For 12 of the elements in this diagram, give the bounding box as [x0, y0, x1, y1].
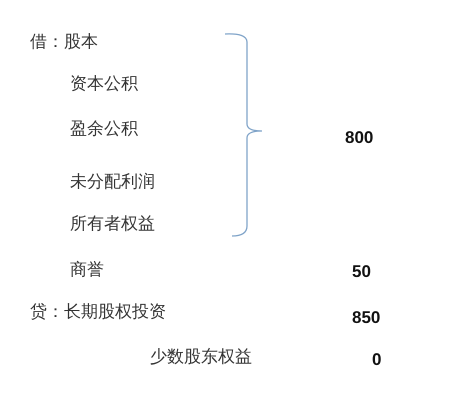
- account-name: 盈余公积: [70, 119, 138, 139]
- account-name: 所有者权益: [70, 214, 155, 234]
- account-name: 资本公积: [70, 74, 138, 94]
- account-name: 借：股本: [30, 32, 98, 52]
- amount-value: 800: [345, 128, 374, 148]
- amount-value: 50: [352, 262, 371, 282]
- amount-value: 850: [352, 308, 380, 328]
- account-name: 未分配利润: [70, 172, 155, 192]
- account-name: 少数股东权益: [150, 347, 252, 367]
- account-name: 商誉: [70, 260, 104, 280]
- account-name: 贷：长期股权投资: [30, 302, 166, 322]
- amount-value: 0: [372, 350, 382, 370]
